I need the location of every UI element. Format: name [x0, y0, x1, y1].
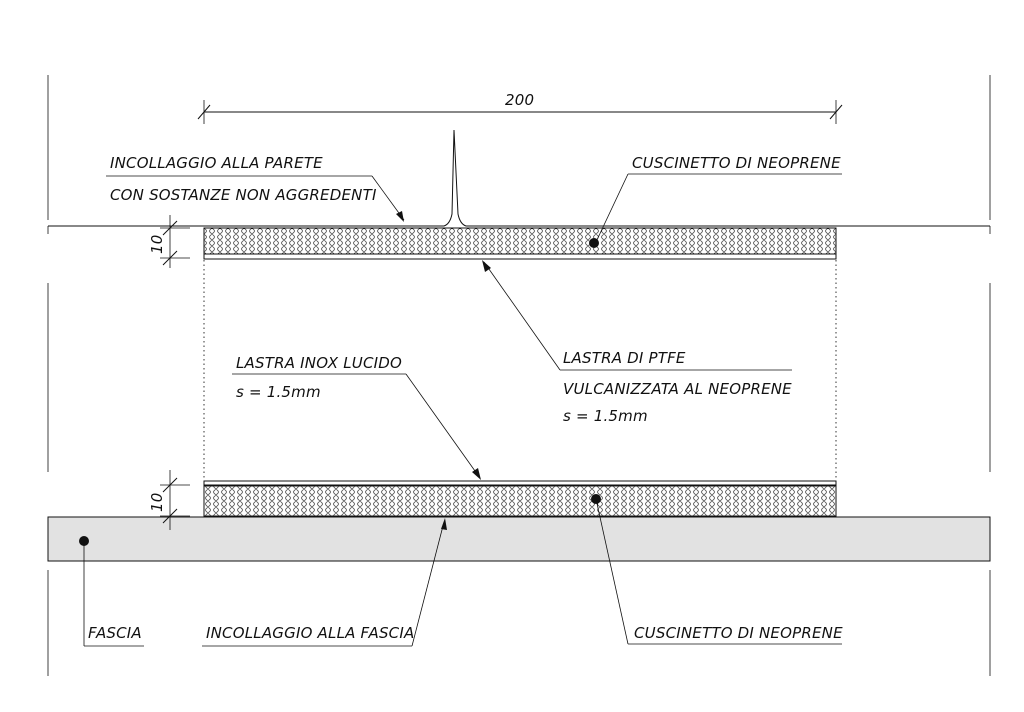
leader-pad-top: CUSCINETTO DI NEOPRENE	[589, 154, 842, 248]
label-pad-top: CUSCINETTO DI NEOPRENE	[632, 154, 841, 172]
leader-glue-fascia: INCOLLAGGIO ALLA FASCIA	[202, 518, 447, 647]
label-glue-wall-1: INCOLLAGGIO ALLA PARETE	[110, 154, 323, 172]
label-ptfe-1: LASTRA DI PTFE	[563, 349, 686, 367]
side-break-lines	[47, 75, 991, 676]
label-fascia: FASCIA	[88, 624, 142, 642]
ptfe-plate	[203, 253, 837, 260]
width-dimension: 200	[197, 91, 843, 124]
thickness-dimension-bottom: 10	[148, 470, 190, 530]
fascia-band	[47, 516, 991, 562]
thickness-label-bottom: 10	[148, 493, 166, 513]
label-ptfe-3: s = 1.5mm	[563, 407, 648, 425]
label-steel-plate-1: LASTRA INOX LUCIDO	[236, 354, 402, 372]
leader-steel-plate: LASTRA INOX LUCIDO s = 1.5mm	[232, 354, 481, 480]
label-pad-bottom: CUSCINETTO DI NEOPRENE	[634, 624, 843, 642]
leader-pad-bottom: CUSCINETTO DI NEOPRENE	[591, 494, 843, 645]
width-dimension-label: 200	[505, 91, 534, 109]
neoprene-pad-bottom	[203, 485, 837, 517]
thickness-dimension-top: 10	[148, 215, 190, 268]
neoprene-pad-top	[203, 227, 837, 255]
leader-fascia: FASCIA	[79, 536, 144, 647]
leader-glue-wall: INCOLLAGGIO ALLA PARETE CON SOSTANZE NON…	[106, 154, 405, 222]
label-ptfe-2: VULCANIZZATA AL NEOPRENE	[563, 380, 792, 398]
label-glue-fascia: INCOLLAGGIO ALLA FASCIA	[206, 624, 414, 642]
thickness-label-top: 10	[148, 235, 166, 255]
label-glue-wall-2: CON SOSTANZE NON AGGREDENTI	[110, 186, 377, 204]
label-steel-plate-2: s = 1.5mm	[236, 383, 321, 401]
leader-ptfe: LASTRA DI PTFE VULCANIZZATA AL NEOPRENE …	[482, 260, 792, 425]
steel-plate	[203, 480, 837, 486]
wall-line	[48, 129, 990, 227]
